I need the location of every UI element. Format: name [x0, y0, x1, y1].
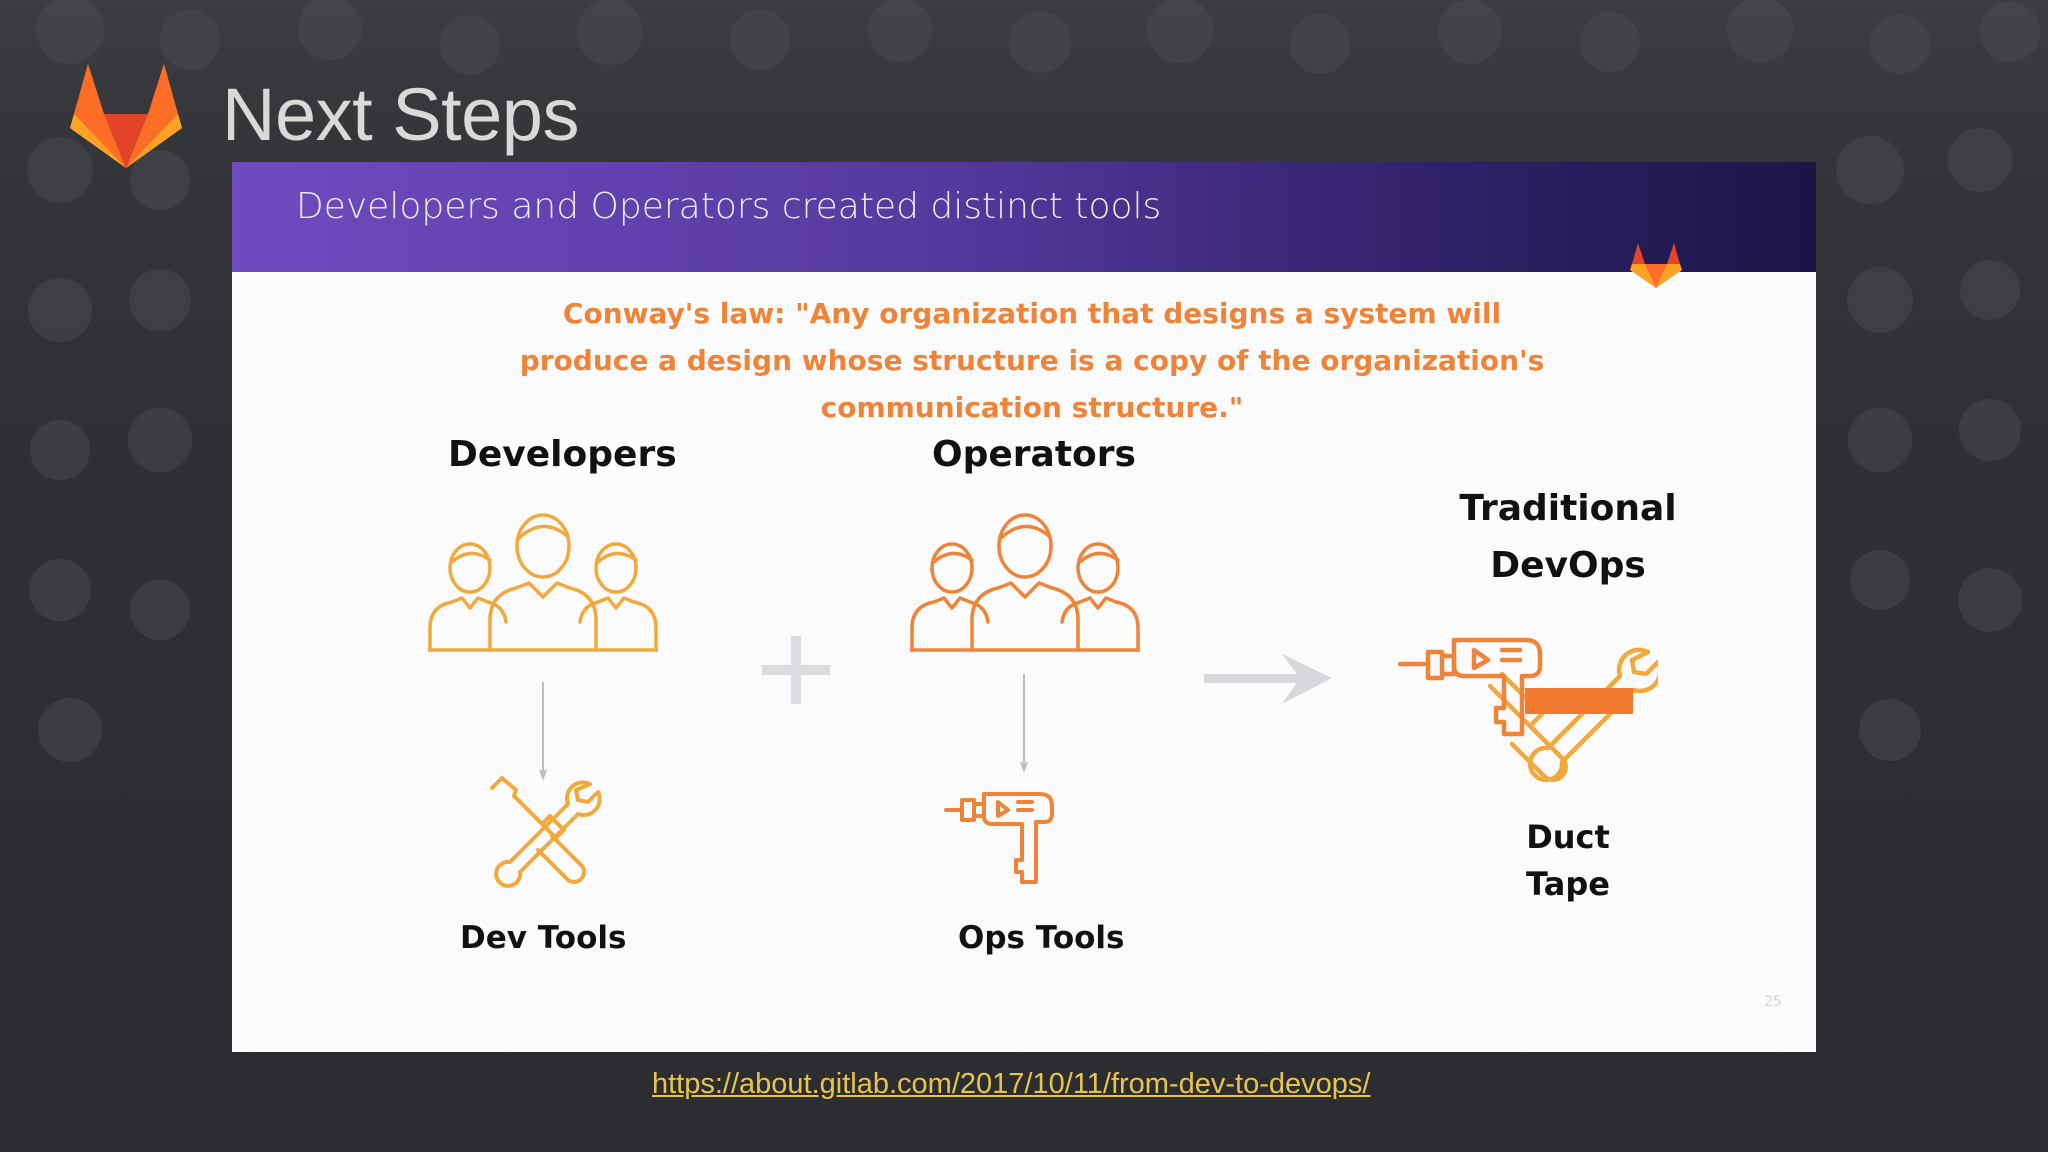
operators-label: Operators: [932, 434, 1136, 475]
duct-tape-line1: Duct: [1526, 818, 1610, 856]
slide-header: Developers and Operators created distinc…: [232, 162, 1816, 272]
slide-number: 25: [1764, 994, 1782, 1010]
gitlab-logo-icon: [70, 64, 182, 168]
operators-connector-line: [1020, 674, 1028, 773]
gitlab-mini-logo-icon: [1630, 243, 1682, 288]
slide-header-text: Developers and Operators created distinc…: [296, 186, 1162, 227]
page-title: Next Steps: [222, 73, 579, 156]
source-link[interactable]: https://about.gitlab.com/2017/10/11/from…: [652, 1068, 1371, 1100]
conways-law-quote: Conway's law: "Any organization that des…: [519, 297, 1545, 424]
dev-tools-label: Dev Tools: [460, 920, 627, 956]
traditional-devops-line2: DevOps: [1490, 545, 1646, 586]
duct-tape-label: Duct Tape: [1418, 814, 1718, 908]
traditional-devops-label: Traditional DevOps: [1418, 480, 1718, 594]
ops-tools-drill-icon: [944, 792, 1054, 884]
operators-people-icon: [910, 513, 1140, 652]
slide: Developers and Operators created distinc…: [232, 162, 1816, 1052]
traditional-devops-line1: Traditional: [1459, 488, 1677, 529]
developers-label: Developers: [448, 434, 677, 475]
ops-tools-label: Ops Tools: [958, 920, 1125, 956]
duct-tape-drill-wrench-icon: [1398, 637, 1658, 783]
developers-people-icon: [428, 513, 658, 652]
arrow-right-icon: [1204, 654, 1332, 704]
duct-tape-line2: Tape: [1526, 865, 1610, 903]
dev-tools-wrench-screwdriver-icon: [490, 776, 602, 888]
developers-connector-line: [539, 682, 547, 781]
plus-icon: [762, 636, 830, 704]
